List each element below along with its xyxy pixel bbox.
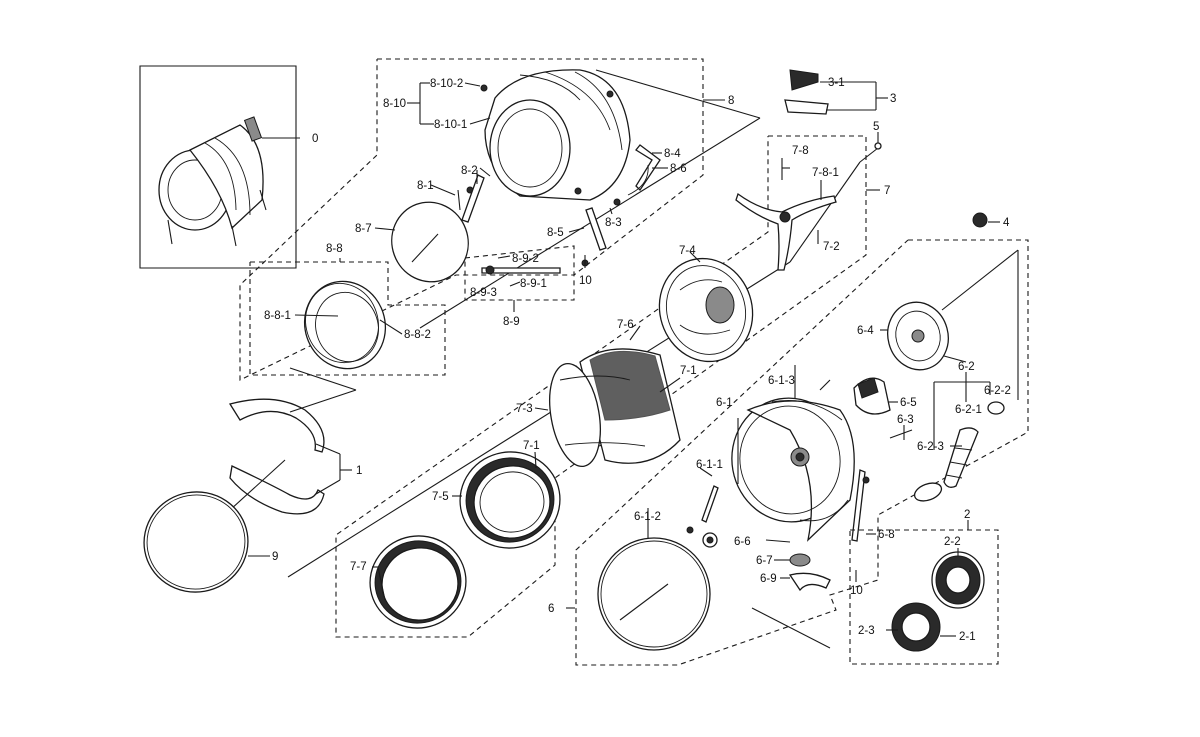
label-8-6: 8-6: [670, 163, 687, 175]
label-7-4: 7-4: [679, 245, 696, 257]
label-7: 7: [884, 185, 890, 197]
label-6-2-1: 6-2-1: [955, 404, 982, 416]
label-2: 2: [964, 509, 970, 521]
label-10-upper: 10: [579, 275, 592, 287]
label-8: 8: [728, 95, 734, 107]
hose-group-8-9: [464, 245, 575, 312]
label-7-2: 7-2: [823, 241, 840, 253]
label-5: 5: [873, 121, 879, 133]
label-1: 1: [356, 465, 362, 477]
door-clamp-1: [228, 367, 357, 515]
label-7-5: 7-5: [432, 491, 449, 503]
label-8-3: 8-3: [605, 217, 622, 229]
label-6-1: 6-1: [716, 397, 733, 409]
hose-6-2: [913, 372, 1005, 502]
label-7-6: 7-6: [617, 319, 634, 331]
drum-back-7-4: [658, 251, 754, 363]
label-9: 9: [272, 551, 278, 563]
tub-small-parts: [686, 365, 876, 582]
label-6-3: 6-3: [897, 414, 914, 426]
label-0: 0: [312, 133, 318, 145]
label-6: 6: [548, 603, 554, 615]
label-7-1-upper: 7-1: [680, 365, 697, 377]
tub-back-6-1: [731, 397, 855, 542]
label-6-9: 6-9: [760, 573, 777, 585]
tub-assembly-drawing: [158, 116, 267, 247]
label-2-1: 2-1: [959, 631, 976, 643]
drum-spider-7-8: [735, 158, 837, 271]
heater-plate-6-4: [880, 301, 967, 371]
label-8-9-1: 8-9-1: [520, 278, 547, 290]
label-7-7: 7-7: [350, 561, 367, 573]
callout-labels: 0 1 2 2-1 2-2 2-3 3 3-1 4 5 6 6-1 6-1-1 …: [264, 77, 1011, 643]
label-3-1: 3-1: [828, 77, 845, 89]
tub-hardware: [457, 144, 661, 268]
label-6-1-3: 6-1-3: [768, 375, 795, 387]
label-6-2: 6-2: [958, 361, 975, 373]
label-6-4: 6-4: [857, 325, 874, 337]
balancer-7-7: [369, 535, 467, 629]
label-6-8: 6-8: [878, 529, 895, 541]
part-4-5: [874, 132, 1000, 228]
label-8-10: 8-10: [383, 98, 406, 110]
part-6-5: [853, 377, 898, 415]
ring-6-1-2-inner: [600, 540, 708, 648]
label-6-5: 6-5: [900, 397, 917, 409]
label-8-10-1: 8-10-1: [434, 119, 467, 131]
label-4: 4: [1003, 217, 1010, 229]
assembly-2-outline: [849, 520, 999, 665]
drum-front-7-5: [452, 451, 561, 549]
assembly-6-outline: [566, 239, 1029, 666]
label-8-7: 8-7: [355, 223, 372, 235]
label-7-3: 7-3: [516, 403, 533, 415]
label-8-8: 8-8: [326, 243, 343, 255]
label-8-9-3: 8-9-3: [470, 287, 497, 299]
label-7-8-1: 7-8-1: [812, 167, 839, 179]
part-3-group: [784, 69, 888, 115]
door-gasket-group: [249, 258, 446, 376]
label-8-2: 8-2: [461, 165, 478, 177]
label-7-1-lower: 7-1: [523, 440, 540, 452]
label-8-8-1: 8-8-1: [264, 310, 291, 322]
part-6-3: [889, 425, 913, 440]
label-8-5: 8-5: [547, 227, 564, 239]
label-8-9: 8-9: [503, 316, 520, 328]
label-6-2-2: 6-2-2: [984, 385, 1011, 397]
label-2-3: 2-3: [858, 625, 875, 637]
label-3: 3: [890, 93, 896, 105]
label-8-8-2: 8-8-2: [404, 329, 431, 341]
label-7-8: 7-8: [792, 145, 809, 157]
label-8-10-2: 8-10-2: [430, 78, 463, 90]
assembly-0-box: [139, 65, 300, 269]
label-8-9-2: 8-9-2: [512, 253, 539, 265]
label-8-4: 8-4: [664, 148, 681, 160]
label-6-6: 6-6: [734, 536, 751, 548]
label-8-1: 8-1: [417, 180, 434, 192]
assembly-8-leaders: [407, 82, 725, 233]
drum-cylinder-7-6: [534, 325, 681, 468]
outer-tub-front: [480, 69, 631, 201]
drain-hose-6-9: [751, 553, 831, 649]
label-2-2: 2-2: [944, 536, 961, 548]
label-10-lower: 10: [850, 585, 863, 597]
door-seal-wire-9: [143, 491, 270, 593]
label-6-2-3: 6-2-3: [917, 441, 944, 453]
label-6-7: 6-7: [756, 555, 773, 567]
label-6-1-2: 6-1-2: [634, 511, 661, 523]
label-6-1-1: 6-1-1: [696, 459, 723, 471]
